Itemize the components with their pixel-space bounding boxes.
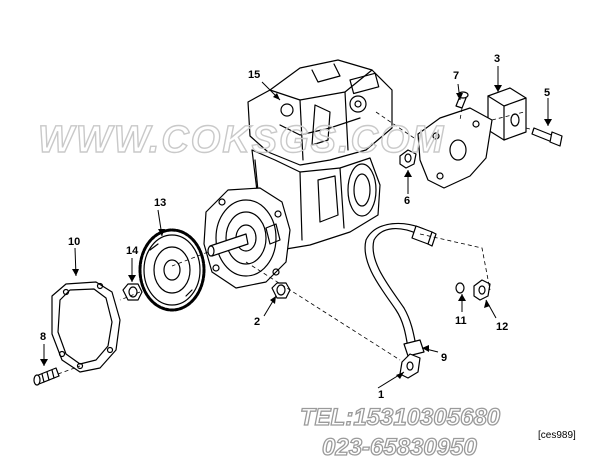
air-line bbox=[364, 222, 437, 357]
callout-9: 9 bbox=[441, 352, 447, 364]
drive-shaft bbox=[207, 233, 249, 257]
callout-10: 10 bbox=[68, 236, 80, 248]
flange-nut bbox=[271, 282, 291, 299]
compressor-head bbox=[247, 59, 393, 166]
watermark: WWW.COKSGS.COM bbox=[38, 119, 445, 161]
drive-gear bbox=[138, 228, 206, 312]
callout-3: 3 bbox=[494, 53, 500, 65]
elbow-fitting bbox=[399, 149, 417, 169]
tee-fitting bbox=[473, 279, 491, 301]
callout-7: 7 bbox=[453, 70, 459, 82]
bolt bbox=[33, 367, 60, 386]
adapter-plate bbox=[417, 107, 493, 189]
bracket-bolt bbox=[531, 127, 563, 147]
alignment-lines bbox=[57, 107, 535, 375]
callout-8: 8 bbox=[40, 331, 46, 343]
end-fitting bbox=[399, 353, 421, 379]
contact-tel: TEL:15310305680 bbox=[300, 404, 501, 431]
callout-5: 5 bbox=[544, 87, 550, 99]
callout-1: 1 bbox=[378, 389, 384, 401]
reference-code: [ces989] bbox=[538, 430, 576, 441]
o-ring bbox=[455, 282, 465, 294]
callout-11: 11 bbox=[455, 315, 467, 327]
callout-14: 14 bbox=[126, 245, 139, 257]
callout-13: 13 bbox=[154, 197, 166, 209]
callout-6: 6 bbox=[404, 195, 410, 207]
mounting-bracket bbox=[487, 87, 527, 141]
gasket bbox=[51, 281, 121, 373]
contact-phone: 023-65830950 bbox=[322, 434, 477, 461]
gear-nut bbox=[122, 283, 143, 301]
callout-12: 12 bbox=[496, 321, 508, 333]
callout-2: 2 bbox=[254, 316, 260, 328]
callout-labels: 1 2 3 5 6 7 8 9 10 11 12 13 14 15 bbox=[40, 53, 550, 401]
callout-15: 15 bbox=[248, 69, 260, 81]
arrowheads bbox=[40, 85, 552, 379]
